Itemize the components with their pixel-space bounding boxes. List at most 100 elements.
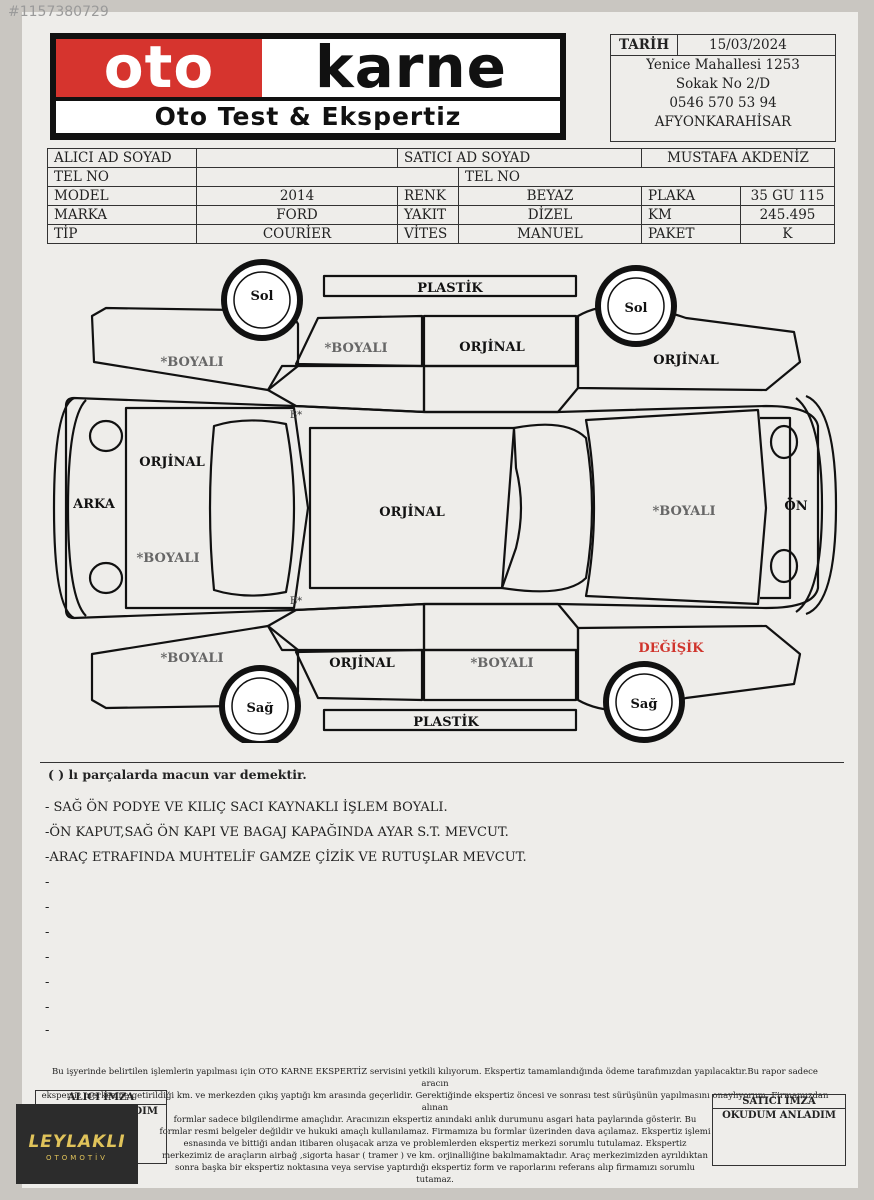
disclaimer-text: Bu işyerinde belirtilen işlemlerin yapıl… bbox=[40, 1066, 830, 1186]
cell-value: DİZEL bbox=[457, 205, 642, 225]
headlight-left bbox=[769, 424, 799, 460]
otokarne-logo: oto karne Oto Test & Ekspertiz bbox=[50, 33, 566, 140]
address-box: TARİH 15/03/2024 Yenice Mahallesi 1253 S… bbox=[610, 34, 836, 142]
cell-label: KM bbox=[640, 205, 741, 225]
wheel-bottom-front-inner bbox=[615, 673, 673, 731]
tel-label: TEL NO bbox=[47, 167, 197, 187]
disclaimer-line: Bu işyerinde belirtilen işlemlerin yapıl… bbox=[52, 1067, 818, 1089]
front-label: ÖN bbox=[784, 497, 807, 514]
table-row: TİP COURİER VİTES MANUEL PAKET K bbox=[47, 224, 836, 244]
trunk-top-label: ORJİNAL bbox=[139, 454, 204, 470]
bottom-front-door-label: *BOYALI bbox=[470, 656, 533, 671]
disclaimer-line: formlar sadece bilgilendirme amaçlıdır. … bbox=[173, 1115, 697, 1125]
cell-value: FORD bbox=[196, 205, 398, 225]
grille-part bbox=[760, 416, 792, 600]
seller-signature-sub: OKUDUM ANLADIM bbox=[722, 1110, 836, 1121]
disclaimer-line: sonra başka bir ekspertiz noktasına veya… bbox=[174, 1163, 696, 1173]
address-line: Yenice Mahallesi 1253 bbox=[646, 57, 800, 73]
note-line: - bbox=[45, 950, 50, 965]
buyer-signature-title: ALICI İMZA bbox=[36, 1091, 166, 1105]
vehicle-info-table: ALICI AD SOYAD SATICI AD SOYAD MUSTAFA A… bbox=[47, 148, 836, 244]
cell-value: COURİER bbox=[196, 224, 398, 244]
dealer-sub: OTOMOTİV bbox=[46, 1154, 108, 1162]
disclaimer-line: merkezimiz de araçların airbağ ,sigorta … bbox=[162, 1151, 708, 1161]
report-date: 15/03/2024 bbox=[709, 37, 787, 53]
note-line: - bbox=[45, 925, 50, 940]
windshield-part bbox=[500, 423, 594, 593]
seller-value: MUSTAFA AKDENİZ bbox=[640, 148, 836, 168]
rear-glass-part bbox=[208, 419, 296, 597]
car-damage-diagram: Sol Sol Sağ Sağ PLASTİK PLASTİK *BOYALI … bbox=[52, 259, 838, 743]
date-label: TARİH bbox=[619, 37, 670, 53]
dealer-badge: LEYLAKLI OTOMOTİV bbox=[16, 1104, 138, 1184]
cell-label: TİP bbox=[47, 224, 197, 244]
disclaimer-line: formlar resmi belgeler değildir ve hukuk… bbox=[159, 1127, 711, 1137]
cell-value: 35 GU 115 bbox=[739, 186, 836, 206]
bottom-plastic-label: PLASTİK bbox=[413, 714, 479, 730]
buyer-value bbox=[196, 148, 398, 168]
front-bumper-inner-part bbox=[795, 397, 824, 613]
table-row: TEL NO TEL NO bbox=[47, 167, 836, 187]
pillar-mark: B* bbox=[290, 410, 302, 421]
divider bbox=[40, 762, 844, 763]
top-rear-door-label: *BOYALI bbox=[324, 341, 387, 356]
rear-light-right bbox=[88, 561, 124, 595]
address-line: Sokak No 2/D bbox=[675, 76, 771, 92]
headlight-right bbox=[769, 548, 799, 584]
note-line: -ÖN KAPUT,SAĞ ÖN KAPI VE BAGAJ KAPAĞINDA… bbox=[45, 825, 509, 840]
bottom-front-window-part bbox=[422, 602, 580, 652]
top-rear-fender-label: *BOYALI bbox=[160, 355, 223, 370]
wheel-bottom-front bbox=[603, 661, 685, 743]
tel-label: TEL NO bbox=[464, 169, 520, 185]
top-front-window-part bbox=[422, 364, 580, 414]
hood-label: *BOYALI bbox=[652, 504, 715, 519]
note-line: - bbox=[45, 1000, 50, 1015]
wheel-top-rear-inner bbox=[233, 271, 291, 329]
note-line: - bbox=[45, 975, 50, 990]
logo-karne: karne bbox=[315, 33, 507, 101]
wheel-label: Sağ bbox=[247, 701, 274, 716]
cell-label: VİTES bbox=[397, 224, 459, 244]
front-bumper-part bbox=[805, 394, 838, 616]
logo-oto: oto bbox=[56, 38, 262, 97]
cell-label: PAKET bbox=[640, 224, 741, 244]
rear-label: ARKA bbox=[72, 497, 116, 512]
wheel-bottom-rear bbox=[219, 665, 301, 743]
wheel-label: Sol bbox=[625, 301, 648, 316]
stock-id-watermark: #1157380729 bbox=[8, 4, 109, 20]
cell-value: 245.495 bbox=[739, 205, 836, 225]
seller-signature-title: SATICI İMZA bbox=[713, 1095, 845, 1109]
note-line: - bbox=[45, 875, 50, 890]
cell-value: MANUEL bbox=[457, 224, 642, 244]
logo-subtitle: Oto Test & Ekspertiz bbox=[56, 101, 560, 133]
note-line: - SAĞ ÖN PODYE VE KILIÇ SACI KAYNAKLI İŞ… bbox=[45, 800, 448, 815]
cell-label: MARKA bbox=[47, 205, 197, 225]
wheel-top-rear bbox=[221, 259, 303, 341]
cell-label: PLAKA bbox=[640, 186, 741, 206]
table-row: MARKA FORD YAKIT DİZEL KM 245.495 bbox=[47, 205, 836, 225]
hood-part bbox=[584, 408, 768, 606]
rear-bumper-inner-part bbox=[66, 399, 87, 617]
bottom-plastic-part bbox=[322, 708, 578, 732]
bottom-front-fender-label: DEĞİŞİK bbox=[638, 639, 704, 656]
table-row: MODEL 2014 RENK BEYAZ PLAKA 35 GU 115 bbox=[47, 186, 836, 206]
roof-label: ORJİNAL bbox=[379, 504, 444, 520]
note-line: - bbox=[45, 900, 50, 915]
putty-legend: ( ) lı parçalarda macun var demektir. bbox=[48, 767, 307, 782]
wheel-top-front bbox=[595, 265, 677, 347]
top-plastic-part bbox=[322, 274, 578, 298]
note-line: -ARAÇ ETRAFINDA MUHTELİF GAMZE ÇİZİK VE … bbox=[45, 850, 527, 865]
trunk-bottom-label: *BOYALI bbox=[136, 551, 199, 566]
city: AFYONKARAHİSAR bbox=[654, 114, 792, 130]
top-front-door-label: ORJİNAL bbox=[459, 339, 524, 355]
top-front-fender-label: ORJİNAL bbox=[653, 352, 718, 368]
bottom-front-door-part bbox=[422, 648, 578, 702]
seller-signature-box: SATICI İMZA OKUDUM ANLADIM bbox=[712, 1094, 846, 1166]
wheel-top-front-inner bbox=[607, 277, 665, 335]
disclaimer-line: esnasında ve bittiği andan itibaren oluş… bbox=[183, 1139, 687, 1149]
rear-light-left bbox=[88, 419, 124, 453]
tel-buyer bbox=[196, 167, 459, 187]
seller-label: SATICI AD SOYAD bbox=[397, 148, 642, 168]
pillar-mark: B* bbox=[290, 596, 302, 607]
bottom-rear-door-label: ORJİNAL bbox=[329, 655, 394, 671]
